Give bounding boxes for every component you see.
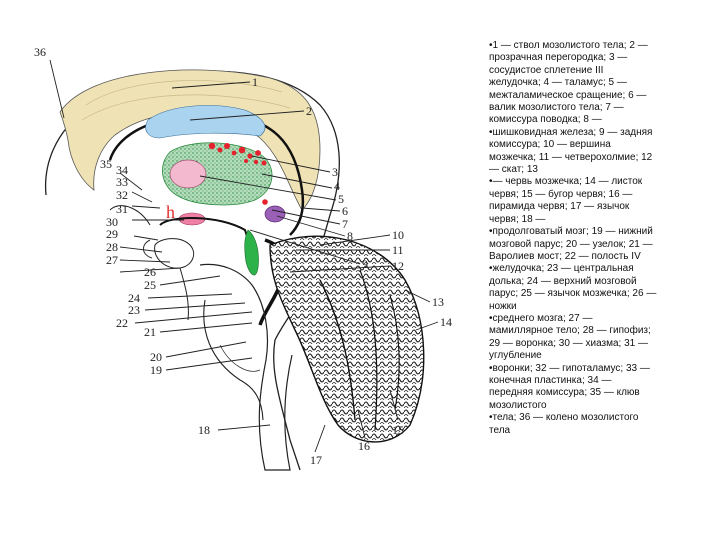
label-9: 9 [362,257,368,271]
legend-line: парус; 25 — язычок мозжечка; 26 — [489,288,657,300]
label-23: 23 [128,303,140,317]
label-21: 21 [144,325,156,339]
label-31: 31 [116,202,128,216]
legend-line: •— червь мозжечка; 14 — листок [489,176,643,188]
legend-line: комиссура поводка; 8 — [489,114,602,126]
choroid-plexus [208,142,267,166]
label-29: 29 [106,227,118,241]
label-18: 18 [198,423,210,437]
legend-line: желудочка; 4 — таламус; 5 — [489,77,627,89]
label-17: 17 [310,453,322,467]
label-33: 33 [116,175,128,189]
legend-line: •воронки; 32 — гипоталамус; 33 — [489,362,650,374]
label-12: 12 [392,259,404,273]
legend-line: мамиллярное тело; 28 — гипофиз; [489,325,651,337]
legend-line: червя; 15 — бугор червя; 16 — [489,188,633,200]
legend-line: •шишковидная железа; 9 — задняя [489,126,653,138]
annotation-letter: h [166,202,175,222]
brain-sagittal-section-figure: h 1 2 3 4 5 6 7 8 9 10 11 12 13 14 15 16… [20,40,470,480]
legend-line: передняя комиссура; 35 — клюв [489,387,640,399]
label-2: 2 [306,104,312,118]
legend-line: пирамида червя; 17 — язычок [489,201,630,213]
label-25: 25 [144,278,156,292]
label-5: 5 [338,192,344,206]
interthalamic-adhesion [169,159,207,189]
label-26: 26 [144,265,156,279]
legend-line: •продолговатый мозг; 19 — нижний [489,226,653,238]
label-16: 16 [358,439,370,453]
label-28: 28 [106,240,118,254]
legend-line: прозрачная перегородка; 3 — [489,52,628,64]
label-27: 27 [106,253,118,267]
label-24: 24 [128,291,140,305]
legend-line: ножки [489,300,517,312]
label-6: 6 [342,204,348,218]
label-4: 4 [334,179,340,193]
legend-line: комиссура; 10 — вершина [489,139,611,151]
legend-line: мозолистого [489,399,547,411]
legend-line: углубление [489,350,542,362]
pineal-gland [264,205,286,223]
label-20: 20 [150,350,162,364]
legend-line: 29 — воронка; 30 — хиазма; 31 — [489,337,648,349]
legend-line: •1 — ствол мозолистого тела; 2 — [489,40,648,51]
legend-line: •среднего мозга; 27 — [489,312,593,324]
legend-line: •тела; 36 — колено мозолистого [489,412,639,424]
cerebellum [269,235,425,443]
legend-line: валик мозолистого тела; 7 — [489,102,624,114]
label-13: 13 [432,295,444,309]
label-14: 14 [440,315,452,329]
label-11: 11 [392,243,404,257]
legend-line: тела [489,424,511,436]
legend-line: сосудистое сплетение III [489,64,604,76]
legend-line: конечная пластинка; 34 — [489,374,612,386]
label-19: 19 [150,363,162,377]
legend-line: — скат; 13 [489,164,538,176]
label-32: 32 [116,188,128,202]
brainstem [199,263,293,471]
legend-line: Варолиев мост; 22 — полость IV [489,250,641,262]
septum-pellucidum [145,105,266,139]
label-30: 30 [106,215,118,229]
legend-line: мозжечка; 11 — четверохолмие; 12 [489,151,653,163]
corpus-callosum [59,69,321,211]
label-15: 15 [392,423,404,437]
label-10: 10 [392,228,404,242]
legend-line: •желудочка; 23 — центральная [489,263,634,275]
label-8: 8 [347,229,353,243]
label-22: 22 [116,316,128,330]
legend-text: •1 — ствол мозолистого тела; 2 — прозрач… [489,40,694,437]
label-7: 7 [342,217,348,231]
label-1: 1 [252,75,258,89]
label-35: 35 [100,157,112,171]
legend-line: межталамическое сращение; 6 — [489,89,647,101]
legend-line: червя; 18 — [489,213,546,225]
cerebral-aqueduct [244,229,259,276]
label-36: 36 [34,45,46,59]
legend-line: мозговой парус; 20 — узелок; 21 — [489,238,653,250]
legend-line: долька; 24 — верхний мозговой [489,275,637,287]
label-34: 34 [116,163,128,177]
label-3: 3 [332,165,338,179]
